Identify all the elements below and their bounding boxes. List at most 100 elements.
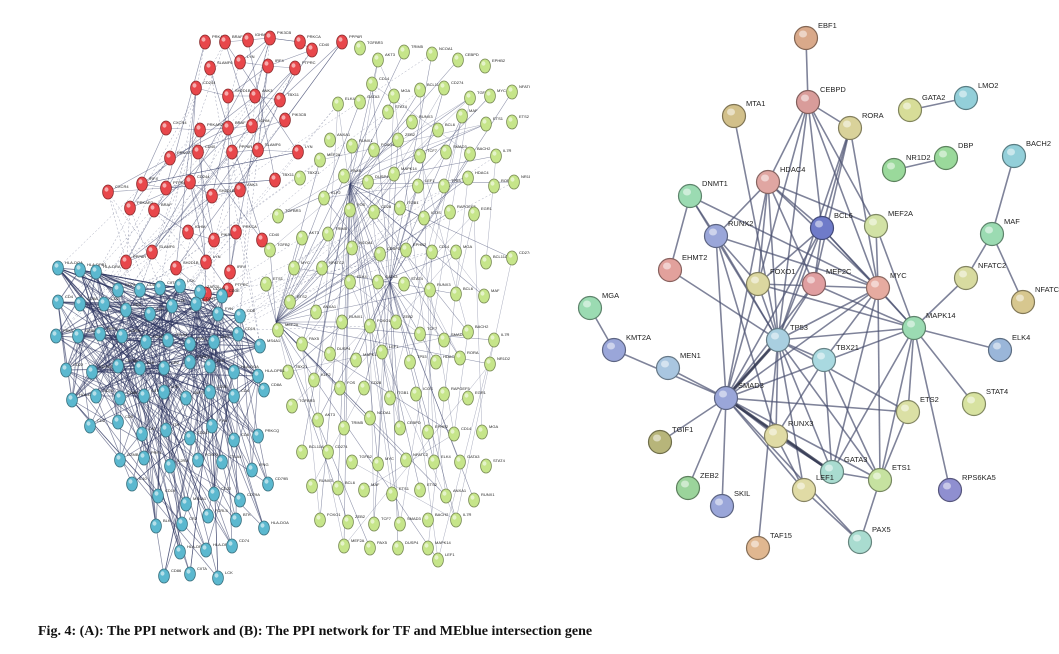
node-label: ETS1 bbox=[399, 486, 410, 491]
node-label: STAT4 bbox=[411, 276, 424, 281]
edge bbox=[89, 367, 165, 427]
green-node: ELK4 bbox=[428, 454, 452, 470]
node-label: CD86 bbox=[127, 390, 138, 395]
green-node: TCF7 bbox=[414, 326, 438, 342]
blue-node: CD79A bbox=[234, 492, 260, 508]
node-label: CIITA bbox=[151, 388, 161, 393]
edge bbox=[107, 191, 215, 343]
node-maf: MAF bbox=[979, 217, 1020, 247]
green-node: ETS1 bbox=[260, 276, 284, 292]
node-label: MEF2A bbox=[888, 209, 913, 218]
node-label: STAT4 bbox=[493, 458, 506, 463]
node-label: ZAP70 bbox=[193, 390, 206, 395]
edge bbox=[669, 195, 691, 271]
node-label: CD22 bbox=[221, 486, 232, 491]
node-label: CD274 bbox=[451, 80, 464, 85]
edge bbox=[213, 295, 223, 495]
blue-node: CD3E bbox=[216, 288, 240, 304]
edge bbox=[317, 281, 391, 421]
red-node: CD244 bbox=[190, 80, 216, 96]
edge bbox=[337, 103, 393, 495]
node-label: CD247 bbox=[197, 430, 210, 435]
node-label: NR1D2 bbox=[906, 153, 931, 162]
node-label: ANXA1 bbox=[323, 304, 337, 309]
figure-caption: Fig. 4: (A): The PPI network and (B): Th… bbox=[38, 624, 593, 639]
node-label: TCF7 bbox=[427, 148, 438, 153]
edge bbox=[151, 37, 271, 253]
node-label: ETS2 bbox=[427, 482, 438, 487]
node-label: CD244 bbox=[213, 286, 226, 291]
green-node: BACH2 bbox=[464, 146, 491, 162]
green-node: LEF1 bbox=[412, 178, 435, 194]
green-node: TP53 bbox=[404, 354, 427, 370]
green-node: NR1D2 bbox=[484, 356, 511, 372]
green-node: ANXA1 bbox=[310, 304, 337, 320]
node-label: AKT3 bbox=[385, 52, 396, 57]
edge bbox=[189, 343, 265, 529]
edge bbox=[235, 333, 239, 521]
edge bbox=[349, 183, 391, 399]
node-label: TRIM5 bbox=[411, 44, 424, 49]
green-node: FOXO1 bbox=[364, 318, 391, 334]
edge bbox=[257, 65, 269, 151]
node-label: DBP bbox=[958, 141, 973, 150]
edge bbox=[269, 249, 277, 323]
edge bbox=[725, 397, 909, 413]
node-label: ZEB2 bbox=[355, 514, 366, 519]
edge bbox=[71, 285, 181, 401]
green-node: NFATC2 bbox=[506, 84, 530, 100]
blue-node: LAT bbox=[136, 426, 157, 442]
edge bbox=[143, 313, 219, 459]
node-label: LAT bbox=[157, 306, 165, 311]
node-label: RUNX1 bbox=[349, 314, 363, 319]
node-label: MEF2A bbox=[327, 152, 341, 157]
node-label: ANXA1 bbox=[453, 488, 467, 493]
node-smad3: SMAD3 bbox=[713, 381, 764, 411]
node-label: TCF7 bbox=[427, 326, 438, 331]
green-node: AKT3 bbox=[372, 52, 396, 68]
blue-node: CD5 bbox=[112, 414, 134, 430]
edge bbox=[767, 181, 779, 341]
node-label: CD40 bbox=[269, 232, 280, 237]
edge bbox=[57, 301, 259, 437]
red-node: IGHM bbox=[246, 118, 269, 134]
green-node: NFATC2 bbox=[400, 452, 429, 468]
node-label: RPS6KA5 bbox=[962, 473, 996, 482]
red-node: ANK3 bbox=[249, 88, 273, 104]
node-men1: MEN1 bbox=[655, 351, 701, 381]
edge bbox=[389, 139, 399, 283]
node-label: BLK bbox=[163, 518, 171, 523]
green-node: ITGB1 bbox=[394, 200, 419, 216]
edge bbox=[65, 369, 121, 399]
green-node: RUNX3 bbox=[406, 114, 433, 130]
edge bbox=[139, 367, 233, 547]
blue-node: HLA-DOA bbox=[52, 260, 83, 276]
edge bbox=[171, 305, 223, 463]
node-label: PRKCQ bbox=[63, 328, 77, 333]
node-pax5: PAX5 bbox=[847, 525, 891, 555]
node-label: RUNX3 bbox=[419, 114, 433, 119]
red-node: CD40 bbox=[306, 42, 330, 58]
green-node: PAX5 bbox=[338, 168, 362, 184]
edge bbox=[251, 375, 259, 471]
edge bbox=[189, 181, 215, 241]
blue-node: HLA-DOA bbox=[228, 364, 259, 380]
node-label: NCOA1 bbox=[359, 240, 374, 245]
blue-node: MS4A1 bbox=[180, 496, 207, 512]
blue-node: IL2RA bbox=[164, 458, 188, 474]
edge bbox=[195, 237, 303, 305]
blue-node: CD86 bbox=[134, 282, 158, 298]
node-label: CD2 bbox=[97, 418, 106, 423]
blue-node: CD22 bbox=[208, 486, 232, 502]
red-node: CD244 bbox=[184, 174, 210, 190]
edge bbox=[875, 225, 915, 329]
edge bbox=[275, 321, 371, 549]
node-label: GZMB bbox=[85, 328, 97, 333]
node-label: PRKCQ bbox=[265, 428, 279, 433]
edge bbox=[107, 191, 169, 341]
edge bbox=[351, 87, 445, 249]
node-label: RORA bbox=[862, 111, 884, 120]
blue-node: PRKCQ bbox=[252, 428, 279, 444]
edge bbox=[389, 281, 401, 429]
